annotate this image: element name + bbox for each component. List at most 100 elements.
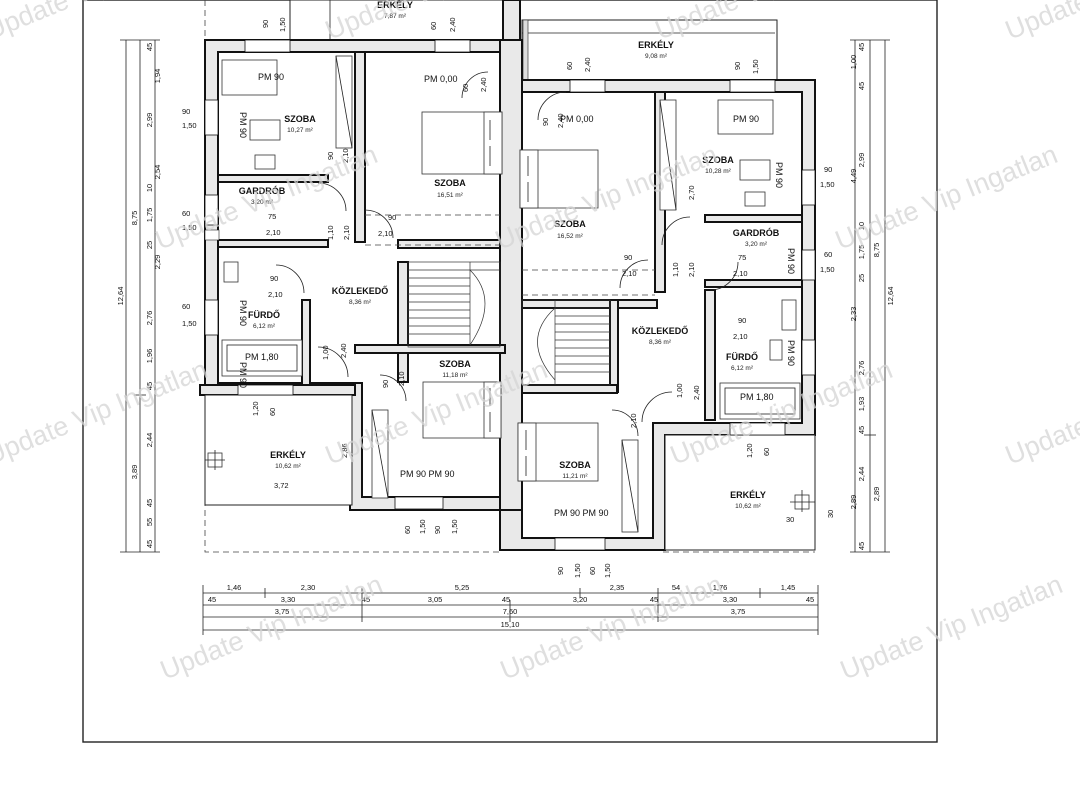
opening-height: 2,40: [556, 113, 565, 128]
dimension-label: 45: [857, 43, 866, 51]
opening-height: 2,10: [342, 225, 351, 240]
opening-width: 90: [388, 213, 396, 222]
dimension-label: 45: [145, 540, 154, 548]
dimension-label: 45: [502, 595, 510, 604]
room-name: ERKÉLY: [270, 450, 306, 460]
room-name: KÖZLEKEDŐ: [632, 325, 689, 336]
bed-left-small: [422, 381, 502, 439]
opening-height: 2,10: [397, 371, 406, 386]
opening-width: 90: [556, 567, 565, 575]
dimension-label: 3,30: [723, 595, 738, 604]
room-name: FÜRDŐ: [726, 351, 758, 362]
opening-height: 1,50: [418, 519, 427, 534]
room-name: FÜRDŐ: [248, 309, 280, 320]
dimension-label: 3,89: [130, 465, 139, 480]
dimension-label: 1,76: [713, 583, 728, 592]
dimension-label: 3,20: [573, 595, 588, 604]
room-name: SZOBA: [284, 114, 316, 124]
room-area: 6,12 m²: [253, 323, 276, 330]
dimension-label: 25: [145, 241, 154, 249]
room-area: 10,27 m²: [287, 127, 313, 134]
dimension-label: 45: [806, 595, 814, 604]
level-label: PM 90: [774, 162, 784, 188]
dimension-label: 1,75: [857, 245, 866, 260]
opening-height: 2,40: [339, 343, 348, 358]
opening-height: 2,40: [448, 17, 457, 32]
room-name: ERKÉLY: [377, 0, 413, 10]
room-area: 16,52 m²: [557, 233, 583, 240]
opening-height: 1,50: [182, 223, 197, 232]
opening-width: 60: [403, 526, 412, 534]
dimension-label: 54: [672, 583, 680, 592]
watermark-text: Update Vip Ingatlan: [156, 569, 387, 685]
watermark-text: Update Vip Ingatlan: [836, 569, 1067, 685]
staircase-left: [407, 261, 501, 348]
dimension-label: 2,35: [610, 583, 625, 592]
opening-height: 60: [762, 448, 771, 456]
level-labels: PM 90 PM 0,00 PM 0,00 PM 90 PM 90 PM 90 …: [238, 72, 796, 518]
opening-width: 60: [461, 84, 470, 92]
opening-height: 1,50: [820, 180, 835, 189]
dimension-label: 1,46: [227, 583, 242, 592]
level-label: PM 90 PM 90: [400, 469, 455, 479]
dimension-label: 12,64: [116, 287, 125, 306]
room-area: 8,36 m²: [649, 339, 672, 346]
dimension-label: 1,94: [153, 69, 162, 84]
dimension-label: 45: [650, 595, 658, 604]
dimension-label: 2,99: [857, 153, 866, 168]
opening-width: 60: [182, 302, 190, 311]
dimension-label: 45: [145, 382, 154, 390]
dimension-label: 2,33: [849, 307, 858, 322]
opening-width: 90: [433, 526, 442, 534]
room-name: GARDRÓB: [733, 227, 780, 238]
opening-width: 60: [429, 22, 438, 30]
dimension-label: 55: [145, 518, 154, 526]
wardrobes: [335, 55, 677, 533]
opening-height: 2,10: [733, 332, 748, 341]
room-area: 10,62 m²: [275, 463, 301, 470]
room-area: 3,20 m²: [251, 199, 274, 206]
dimension-label: 30: [786, 515, 794, 524]
opening-width: 90: [182, 107, 190, 116]
opening-height: 1,50: [751, 59, 760, 74]
dimension-chain-bottom: 1,46 2,30 5,25 2,35 54 1,76 1,45 45 3,30…: [202, 583, 819, 635]
watermark-text: Update Vip Ingatlan: [1001, 354, 1080, 470]
level-label: PM 90: [238, 112, 248, 138]
opening-width: 1,20: [251, 401, 260, 416]
dimension-label: 2,54: [153, 165, 162, 180]
dimension-label: 1,45: [781, 583, 796, 592]
room-area: 8,36 m²: [349, 299, 372, 306]
room-area: 16,51 m²: [437, 192, 463, 199]
opening-width: 90: [738, 316, 746, 325]
dimension-label: 2,86: [340, 443, 349, 458]
dimension-label: 3,05: [428, 595, 443, 604]
dimension-label: 2,30: [301, 583, 316, 592]
room-name: SZOBA: [702, 155, 734, 165]
dimension-label: 2,89: [849, 495, 858, 510]
dimension-chain-left: 12,64 8,75 3,89 45 1,94 2,99 2,54 10 1,7…: [116, 39, 162, 553]
dimension-label: 30: [826, 510, 835, 518]
dimension-label: 3,30: [281, 595, 296, 604]
room-name: KÖZLEKEDŐ: [332, 285, 389, 296]
watermark-text: Update Vip Ingatlan: [1001, 0, 1080, 46]
room-name: SZOBA: [439, 359, 471, 369]
room-area: 7,87 m²: [384, 13, 407, 20]
dimension-label: 2,44: [145, 433, 154, 448]
opening-width: 90: [733, 62, 742, 70]
opening-height: 2,10: [266, 228, 281, 237]
dimension-label: 3,75: [731, 607, 746, 616]
opening-height: 2,10: [268, 290, 283, 299]
dimension-label: 25: [857, 274, 866, 282]
bed-right-large: [519, 149, 599, 209]
opening-height: 1,50: [182, 319, 197, 328]
room-area: 9,08 m²: [645, 53, 668, 60]
level-label: PM 1,80: [740, 392, 774, 402]
balcony-top-left: [289, 0, 521, 43]
balcony-lower-left: [204, 394, 353, 506]
dimension-label: 1,93: [857, 397, 866, 412]
level-label: PM 90 PM 90: [554, 508, 609, 518]
room-name: SZOBA: [434, 178, 466, 188]
dimension-label: 15,10: [501, 620, 520, 629]
opening-width: 90: [270, 274, 278, 283]
